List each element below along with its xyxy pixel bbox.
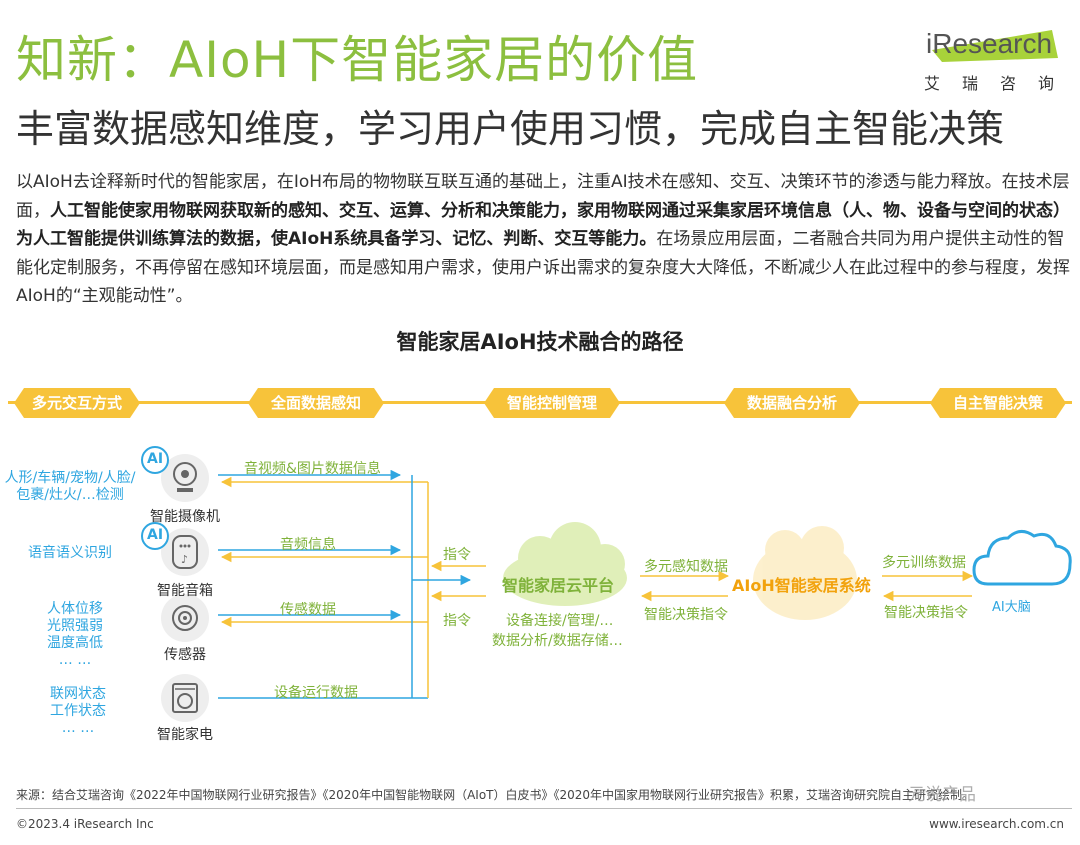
body-text-bold: 人工智能使家用物联网获取新的感知、交互、运算、分析和决策能力，家用物联网通过采集… [16, 200, 1070, 250]
chart-title: 智能家居AIoH技术融合的路径 [396, 330, 684, 354]
footer-divider [16, 808, 1072, 809]
step-1: 多元交互方式 [14, 388, 140, 418]
flow-label-2: 音频信息 [280, 537, 336, 553]
source-1-line-1: 人形/车辆/宠物/人脸/ [4, 470, 136, 486]
ai-badge-1-label: AI [147, 451, 164, 467]
diagram-lines: ♪ [141, 446, 1072, 722]
ai-badge-icon [141, 446, 169, 550]
source-4-line-3: … … [61, 720, 95, 736]
cloud-platform-label: 智能家居云平台 [502, 576, 615, 595]
website-link[interactable]: www.iresearch.com.cn [929, 817, 1064, 831]
page-subtitle: 丰富数据感知维度，学习用户使用习惯，完成自主智能决策 [16, 107, 1005, 151]
speaker-device-icon: ♪ [161, 528, 209, 576]
logo-name: iResearch [926, 28, 1053, 59]
brain-network-icon [753, 526, 857, 620]
command-label-2: 指令 [443, 613, 471, 629]
source-3-line-3: 温度高低 [47, 635, 103, 651]
ai-brain-label: AI大脑 [992, 600, 1031, 615]
watermark: 元说产品 [908, 785, 976, 805]
appliance-device-icon [161, 674, 209, 722]
svg-text:♪: ♪ [181, 553, 188, 566]
body-text-1: 以AIoH去诠释新时代的智能家居，在IoH布局的物物联互联互通的基础上，注重AI… [16, 172, 1070, 221]
platform-desc-2: 数据分析/数据存储… [492, 633, 623, 649]
source-1-line-2: 包裹/灶火/…检测 [16, 487, 124, 503]
aioh-output-label: 智能决策指令 [644, 607, 728, 623]
source-4-line-2: 工作状态 [50, 703, 106, 719]
ai-badge-2-label: AI [147, 527, 164, 543]
camera-device-icon [161, 454, 209, 502]
fusion-path-diagram: ♪ 人形/车辆/宠物/人脸/ 包裹/灶火/…检测 语音语义识别 人体位移 光照强… [0, 430, 1080, 780]
body-text-2: 在场景应用层面，二者融合共同为用户提供主动性的智能化定制服务，不再停留在感知环境… [16, 229, 1070, 306]
logo-cn: 艾瑞咨询 [924, 74, 1077, 93]
device-label-appliance: 智能家电 [157, 727, 213, 743]
ai-brain-cloud-icon [972, 530, 1072, 586]
step-4: 数据融合分析 [724, 388, 860, 418]
flow-label-3: 传感数据 [280, 602, 336, 618]
step-bar: 多元交互方式 全面数据感知 智能控制管理 数据融合分析 自主智能决策 [8, 382, 1072, 424]
iresearch-logo: iResearch 艾瑞咨询 [918, 22, 1068, 93]
source-4-line-1: 联网状态 [50, 686, 106, 702]
cloud-icon [503, 522, 627, 606]
body-paragraph: 以AIoH去诠释新时代的智能家居，在IoH布局的物物联互联互通的基础上，注重AI… [16, 168, 1072, 311]
flow-label-4: 设备运行数据 [274, 685, 358, 701]
copyright: ©2023.4 iResearch Inc [16, 817, 154, 831]
device-label-camera: 智能摄像机 [150, 509, 220, 525]
source-3-line-2: 光照强弱 [47, 618, 103, 634]
source-3-line-4: … … [58, 652, 92, 668]
sensor-device-icon [161, 594, 209, 642]
aioh-input-label: 多元感知数据 [644, 559, 728, 575]
source-3-line-1: 人体位移 [47, 601, 103, 617]
logo-swoosh-icon [932, 30, 1058, 62]
brain-output-label: 智能决策指令 [884, 605, 968, 621]
step-2: 全面数据感知 [248, 388, 384, 418]
platform-desc-1: 设备连接/管理/… [506, 613, 614, 629]
device-label-speaker: 智能音箱 [157, 583, 213, 599]
device-label-sensor: 传感器 [164, 647, 206, 663]
aioh-system-label: AIoH智能家居系统 [732, 576, 871, 595]
flow-lines [218, 469, 486, 699]
brain-input-label: 多元训练数据 [882, 555, 966, 571]
page-title: 知新：AIoH下智能家居的价值 [16, 31, 699, 89]
step-3: 智能控制管理 [484, 388, 620, 418]
step-5: 自主智能决策 [930, 388, 1066, 418]
flow-label-1: 音视频&图片数据信息 [244, 461, 381, 477]
source-2-line-1: 语音语义识别 [28, 545, 112, 561]
source-note: 来源：结合艾瑞咨询《2022年中国物联网行业研究报告》《2020年中国智能物联网… [16, 788, 975, 802]
command-label-1: 指令 [443, 547, 471, 563]
